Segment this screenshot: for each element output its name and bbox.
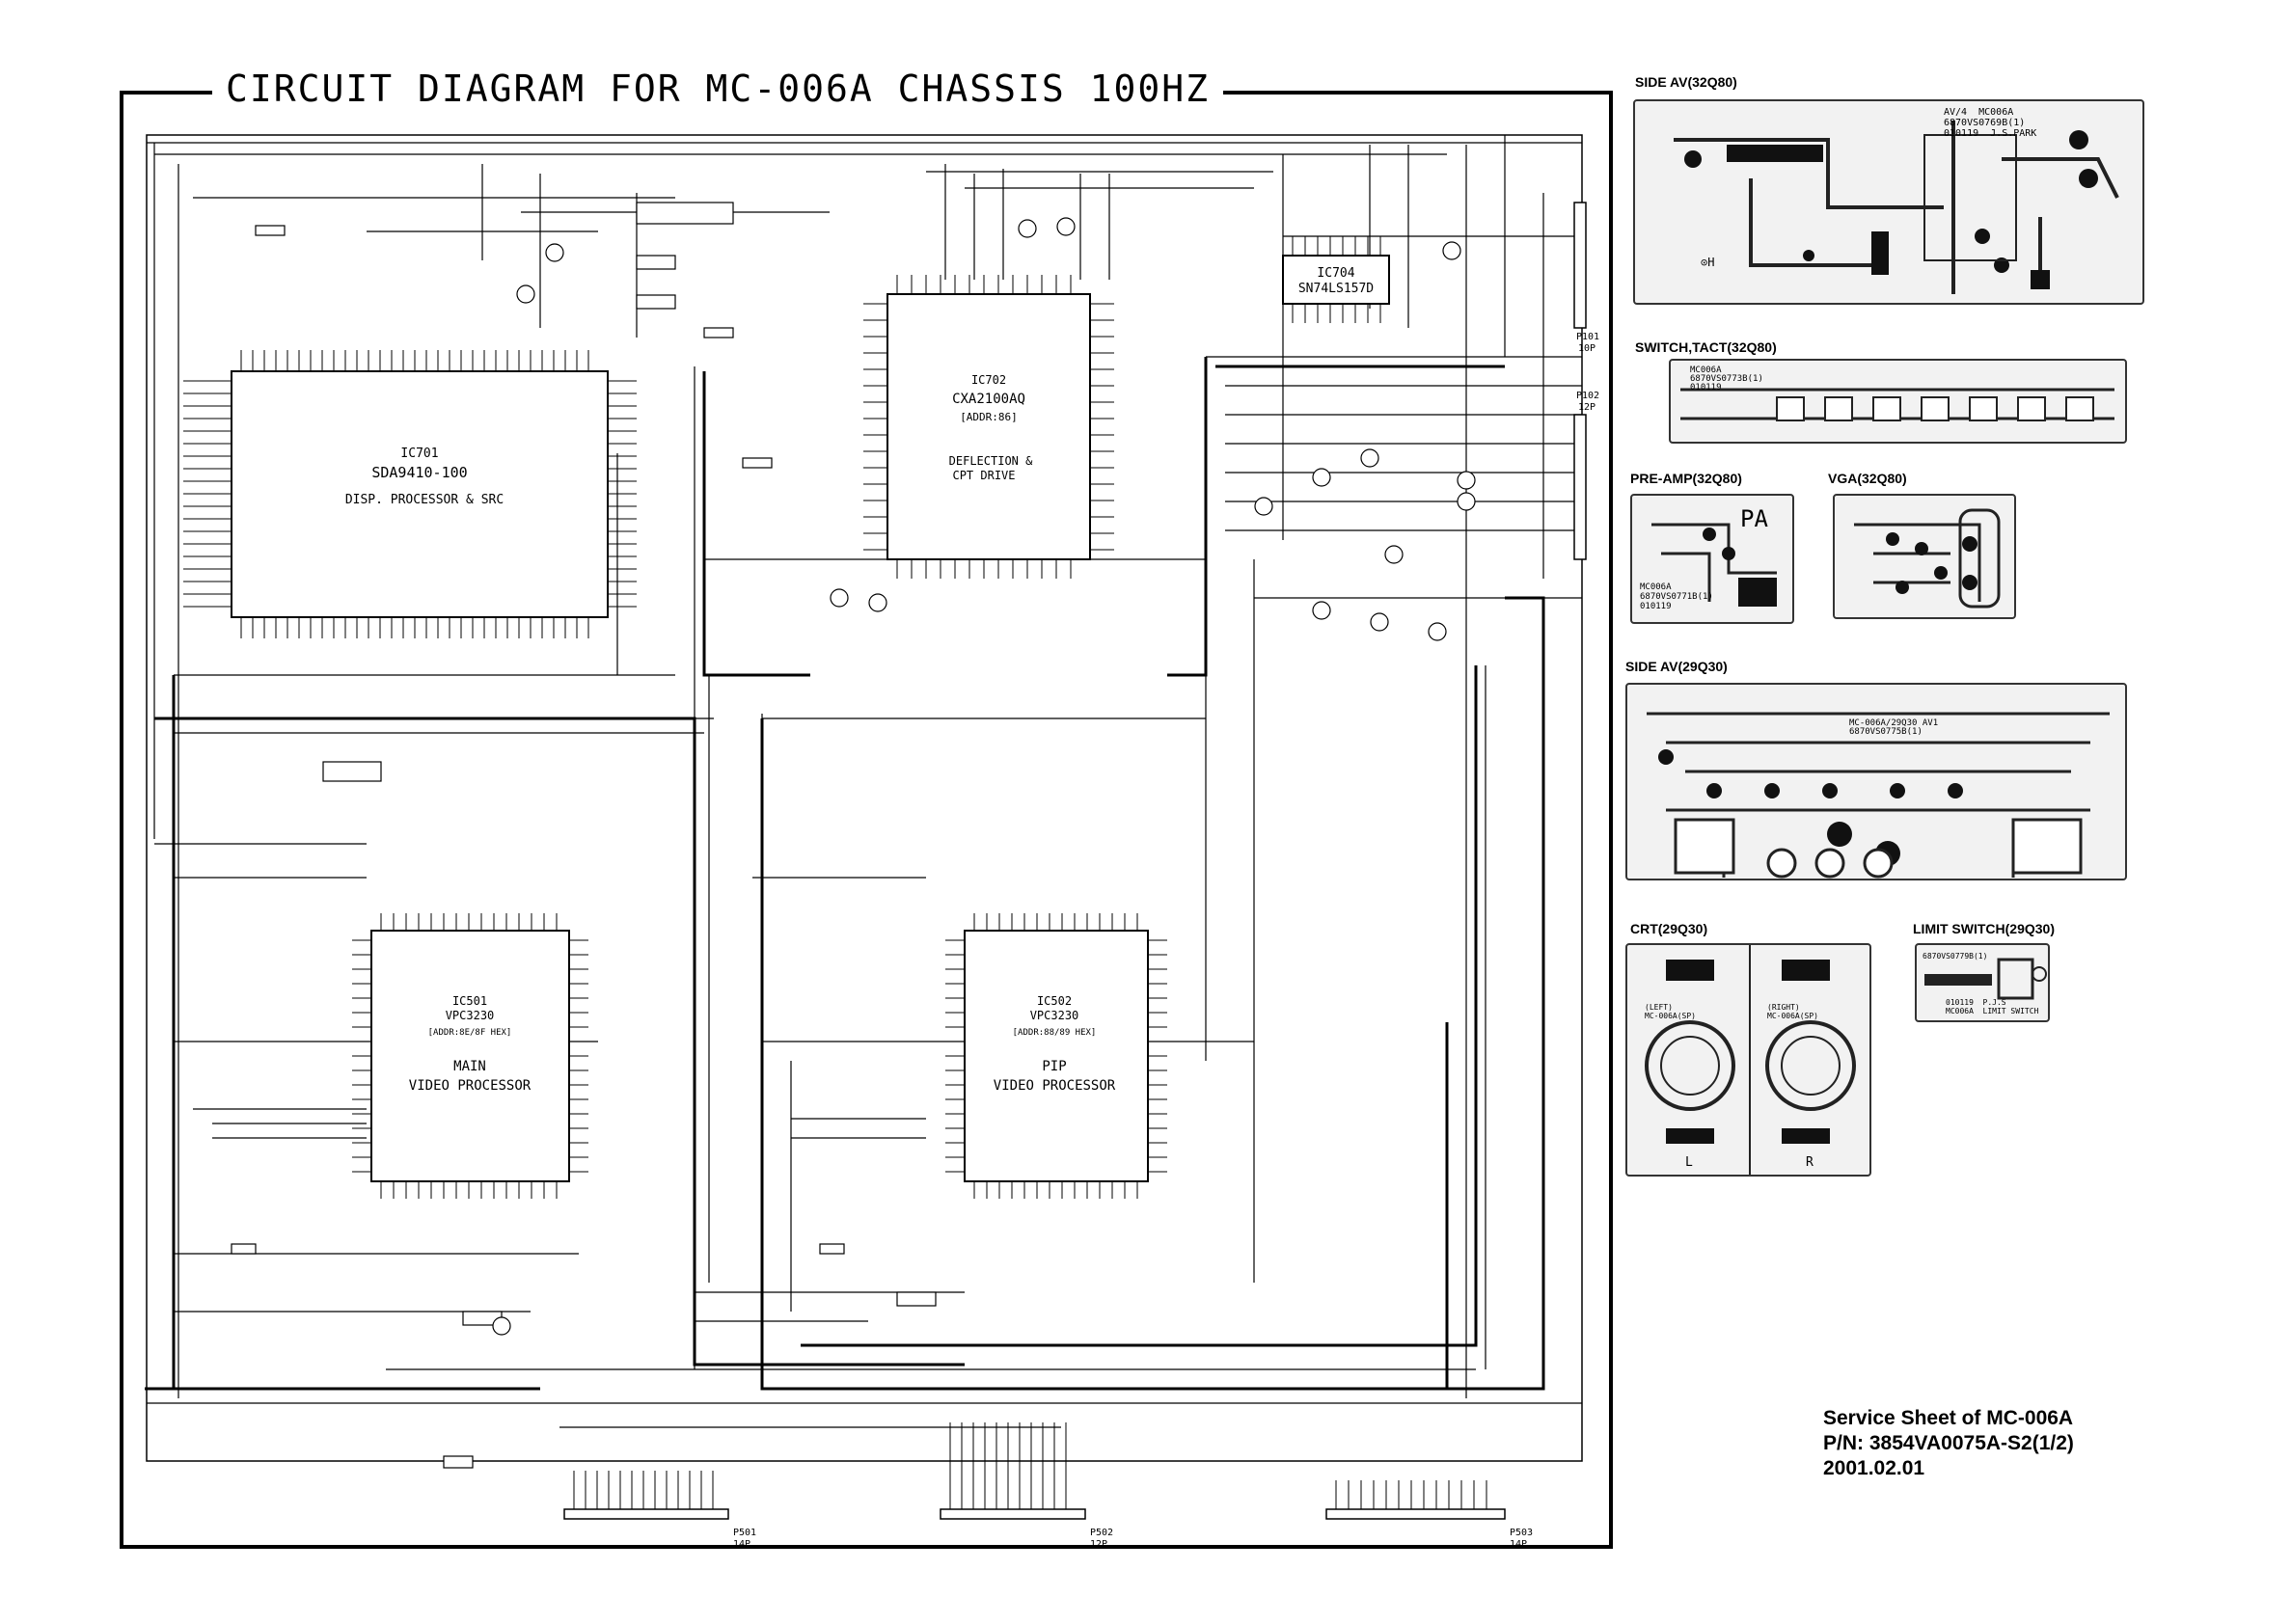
ic502-addr: [ADDR:88/89 HEX] bbox=[1013, 1028, 1097, 1038]
crt-left-label: L bbox=[1685, 1155, 1693, 1170]
ic702-addr: [ADDR:86] bbox=[960, 411, 1018, 423]
ic702-chip bbox=[863, 275, 1114, 579]
vga-traces bbox=[1854, 508, 2001, 609]
side-av-32-title: SIDE AV(32Q80) bbox=[1635, 74, 1737, 90]
crt-right-silk: (RIGHT) MC-006A(SP) bbox=[1767, 1003, 1818, 1020]
side-av-29-board: MC-006A/29Q30 AV1 6870VS0775B(1) bbox=[1625, 683, 2127, 880]
connector-p502-block bbox=[940, 1508, 1086, 1520]
ic502-desc2: VIDEO PROCESSOR bbox=[994, 1078, 1116, 1094]
crt-right-label: R bbox=[1806, 1155, 1814, 1170]
service-date: 2001.02.01 bbox=[1823, 1457, 1925, 1479]
pre-amp-board: PA MC006A 6870VS0771B(1) 010119 bbox=[1630, 494, 1794, 624]
side-av-32-traces bbox=[1674, 121, 2119, 294]
pre-amp-traces bbox=[1651, 523, 1777, 607]
side-av-29-silk: MC-006A/29Q30 AV1 6870VS0775B(1) bbox=[1849, 718, 1939, 737]
ic702-ref: IC702 bbox=[971, 373, 1006, 387]
diagram-title: CIRCUIT DIAGRAM FOR MC-006A CHASSIS 100H… bbox=[212, 68, 1223, 110]
ic501-chip bbox=[352, 913, 588, 1199]
ic702-part: CXA2100AQ bbox=[952, 392, 1025, 407]
ic704-part: SN74LS157D bbox=[1298, 282, 1374, 296]
vga-title: VGA(32Q80) bbox=[1828, 471, 1907, 486]
ic701-chip bbox=[183, 350, 637, 638]
ic701-part: SDA9410-100 bbox=[371, 464, 467, 481]
ic502-chip bbox=[945, 913, 1167, 1199]
p101-pins: 10P bbox=[1578, 343, 1596, 354]
ic702-desc1: DEFLECTION & bbox=[949, 454, 1033, 468]
crt-board: (LEFT) MC-006A(SP) (RIGHT) MC-006A(SP) L… bbox=[1625, 943, 1871, 1177]
p502-pins: 12P bbox=[1090, 1539, 1107, 1550]
switch-tact-title: SWITCH,TACT(32Q80) bbox=[1635, 339, 1777, 355]
switch-tact-traces bbox=[1680, 388, 2114, 421]
p501-pins: 14P bbox=[733, 1539, 750, 1550]
p503-ref: P503 bbox=[1510, 1528, 1533, 1538]
side-av-32-board: AV/4 MC006A 6870VS0769B(1) 010119 J.S.PA… bbox=[1633, 99, 2144, 305]
component-symbols bbox=[231, 202, 1476, 1469]
limit-switch-board: 6870VS0779B(1) 010119 P.J.S MC006A LIMIT… bbox=[1915, 943, 2050, 1022]
ic701-desc: DISP. PROCESSOR & SRC bbox=[345, 493, 504, 507]
switch-tact-board: MC006A 6870VS0773B(1) 010119 bbox=[1669, 359, 2127, 444]
ic501-part: VPC3230 bbox=[446, 1009, 495, 1022]
ic501-desc1: MAIN bbox=[453, 1059, 486, 1074]
ic501-desc2: VIDEO PROCESSOR bbox=[409, 1078, 532, 1094]
crt-left-silk: (LEFT) MC-006A(SP) bbox=[1645, 1003, 1696, 1020]
service-sheet-info: Service Sheet of MC-006A P/N: 3854VA0075… bbox=[1823, 1406, 2074, 1481]
limit-switch-traces bbox=[1924, 958, 2047, 1000]
ic702-desc2: CPT DRIVE bbox=[952, 469, 1015, 482]
ic704-chip bbox=[1282, 236, 1390, 323]
service-title: Service Sheet of MC-006A bbox=[1823, 1407, 2074, 1429]
pre-amp-title: PRE-AMP(32Q80) bbox=[1630, 471, 1742, 486]
switch-tact-silk: MC006A 6870VS0773B(1) 010119 bbox=[1690, 365, 1763, 392]
ic704-ref: IC704 bbox=[1317, 266, 1354, 281]
p502-ref: P502 bbox=[1090, 1528, 1113, 1538]
pre-amp-silk: MC006A 6870VS0771B(1) 010119 bbox=[1640, 582, 1713, 611]
service-part-number: P/N: 3854VA0075A-S2(1/2) bbox=[1823, 1432, 2074, 1454]
crt-title: CRT(29Q30) bbox=[1630, 921, 1708, 936]
ic502-ref: IC502 bbox=[1037, 994, 1072, 1008]
side-av-32-silk: AV/4 MC006A 6870VS0769B(1) 010119 J.S.PA… bbox=[1944, 107, 2037, 139]
ic501-ref: IC501 bbox=[452, 994, 487, 1008]
connector-p101-block bbox=[1573, 202, 1587, 329]
side-av-32-mark: ⊙H bbox=[1701, 256, 1715, 269]
ic502-part: VPC3230 bbox=[1030, 1009, 1079, 1022]
side-av-29-traces bbox=[1647, 712, 2110, 879]
vga-board bbox=[1833, 494, 2016, 619]
limit-switch-silk2: 010119 P.J.S MC006A LIMIT SWITCH bbox=[1946, 998, 2039, 1015]
p102-pins: 12P bbox=[1578, 402, 1596, 413]
p501-ref: P501 bbox=[733, 1528, 756, 1538]
ic501-addr: [ADDR:8E/8F HEX] bbox=[428, 1028, 512, 1038]
p503-pins: 14P bbox=[1510, 1539, 1527, 1550]
crt-traces bbox=[1645, 945, 1856, 1175]
ic701-ref: IC701 bbox=[400, 447, 438, 461]
connector-p501-block bbox=[563, 1508, 729, 1520]
connector-p102-block bbox=[1573, 414, 1587, 560]
p102-ref: P102 bbox=[1576, 391, 1599, 401]
pre-amp-mark: PA bbox=[1740, 505, 1768, 532]
connector-p503-block bbox=[1325, 1508, 1506, 1520]
side-av-29-title: SIDE AV(29Q30) bbox=[1625, 659, 1728, 674]
limit-switch-title: LIMIT SWITCH(29Q30) bbox=[1913, 921, 2056, 936]
ic502-desc1: PIP bbox=[1042, 1059, 1066, 1074]
schematic-drawing: IC701 SDA9410-100 DISP. PROCESSOR & SRC … bbox=[145, 134, 1599, 1550]
limit-switch-silk: 6870VS0779B(1) bbox=[1923, 952, 1988, 961]
p101-ref: P101 bbox=[1576, 332, 1599, 342]
